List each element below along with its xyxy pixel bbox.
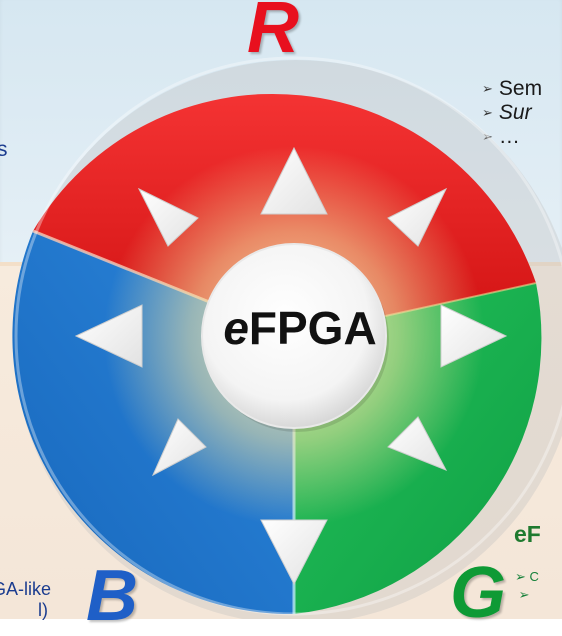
efpga-label: eFPGA [223, 302, 377, 354]
arrow-up-right-icon [387, 187, 448, 247]
text-fragment-s: s [0, 138, 8, 161]
arrow-left-icon [74, 304, 143, 368]
bullet-item: ➢Sem [482, 77, 543, 100]
arrow-down-left-icon [151, 418, 207, 477]
bullet-item: ➢… [482, 125, 520, 148]
letter-g: G [450, 553, 507, 633]
arrow-up-icon [260, 146, 328, 215]
arrow-bullet-icon: ➢ [482, 81, 493, 96]
letter-r: R [247, 0, 299, 68]
green-bullet-fragment: ➢ C ➢ [515, 569, 539, 602]
red-bullet-list: ➢Sem ➢Sur ➢… [482, 78, 542, 150]
bullet-item: ➢Sur [482, 101, 532, 124]
text-fragment-paren: l) [38, 600, 48, 620]
arrow-bullet-icon: ➢ [482, 105, 493, 120]
efpga-wheel-diagram [12, 56, 562, 619]
arrow-down-icon [260, 519, 328, 586]
arrow-bullet-icon: ➢ [482, 129, 493, 144]
letter-b: B [86, 556, 138, 636]
wheel-rim [14, 56, 562, 616]
text-fragment-ga-like: GA-like [0, 579, 52, 599]
arrow-right-icon [440, 304, 508, 368]
arrow-icons [74, 146, 508, 586]
arrow-up-left-icon [137, 187, 199, 247]
arrow-down-right-icon [387, 416, 448, 471]
text-fragment-ef: eF [514, 521, 541, 547]
efpga-hub [201, 243, 387, 429]
